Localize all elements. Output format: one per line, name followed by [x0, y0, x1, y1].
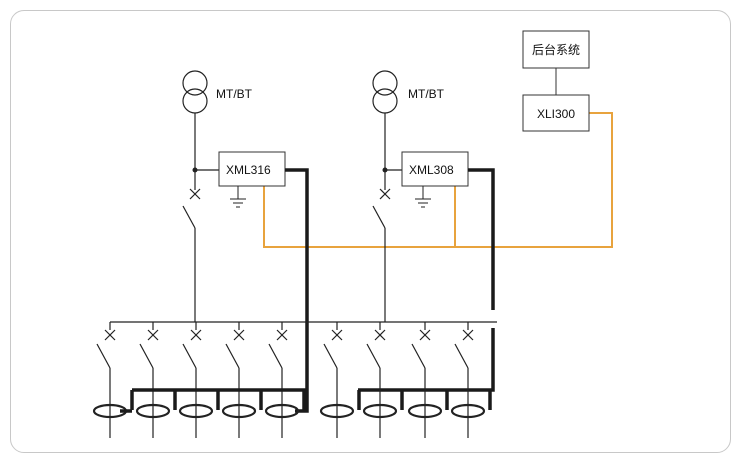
- transformer-left-label: MT/BT: [216, 87, 253, 101]
- feeder-3: [178, 322, 220, 438]
- junction-dot: [192, 167, 198, 173]
- switch-icon: [268, 343, 283, 369]
- comm-line-xml316-to-xli300: [263, 112, 613, 248]
- current-transformer-icon: [319, 403, 355, 419]
- switch-icon: [366, 343, 381, 369]
- transformer-left: [182, 70, 220, 190]
- breaker-icon: [233, 329, 245, 341]
- diagram-frame: [10, 10, 731, 453]
- feeder-4: [221, 322, 263, 438]
- backend-system-box: [522, 30, 590, 69]
- switch-icon: [323, 343, 338, 369]
- breaker-incomer-right: [372, 188, 391, 322]
- ground-icon: [230, 186, 246, 208]
- feeder-5: [264, 322, 306, 438]
- breaker-icon: [104, 329, 116, 341]
- xml308-box: [401, 151, 469, 187]
- xml316-label: XML316: [226, 163, 271, 177]
- breaker-icon: [190, 329, 202, 341]
- transformer-coil-upper: [372, 70, 398, 96]
- transformer-right-label: MT/BT: [408, 87, 445, 101]
- current-transformer-icon: [135, 403, 171, 419]
- feeder-2: [135, 322, 177, 438]
- junction-dot: [382, 167, 388, 173]
- switch-icon: [139, 343, 154, 369]
- current-transformer-icon: [178, 403, 214, 419]
- transformer-right: [372, 70, 403, 190]
- feeders: [92, 322, 492, 438]
- current-transformer-icon: [407, 403, 443, 419]
- backend-system-label: 后台系统: [532, 42, 580, 57]
- breaker-icon: [331, 329, 343, 341]
- xli300-box: [522, 94, 590, 132]
- switch-icon: [182, 343, 197, 369]
- ground-icon: [415, 186, 431, 208]
- xml316-box: [218, 151, 286, 187]
- breaker-icon: [147, 329, 159, 341]
- breaker-icon: [419, 329, 431, 341]
- measurement-wiring: [285, 168, 495, 413]
- feeder-8: [407, 322, 449, 438]
- switch-icon: [454, 343, 469, 369]
- current-transformer-icon: [264, 403, 300, 419]
- feeder-7: [362, 322, 404, 438]
- feeder-1: [92, 322, 134, 438]
- transformer-coil-lower: [372, 88, 398, 114]
- switch-icon: [411, 343, 426, 369]
- switch-icon: [96, 343, 111, 369]
- xli300-label: XLI300: [537, 107, 575, 121]
- breaker-incomer-left: [182, 188, 201, 322]
- switch-icon: [225, 343, 240, 369]
- transformer-coil-lower: [182, 88, 208, 114]
- transformer-coil-upper: [182, 70, 208, 96]
- xml308-label: XML308: [409, 163, 454, 177]
- current-transformer-icon: [221, 403, 257, 419]
- breaker-icon: [276, 329, 288, 341]
- feeder-9: [450, 322, 492, 438]
- communication-bus: [263, 112, 613, 248]
- current-transformer-icon: [362, 403, 398, 419]
- breaker-icon: [462, 329, 474, 341]
- feeder-6: [319, 322, 361, 438]
- current-transformer-icon: [450, 403, 486, 419]
- breaker-icon: [374, 329, 386, 341]
